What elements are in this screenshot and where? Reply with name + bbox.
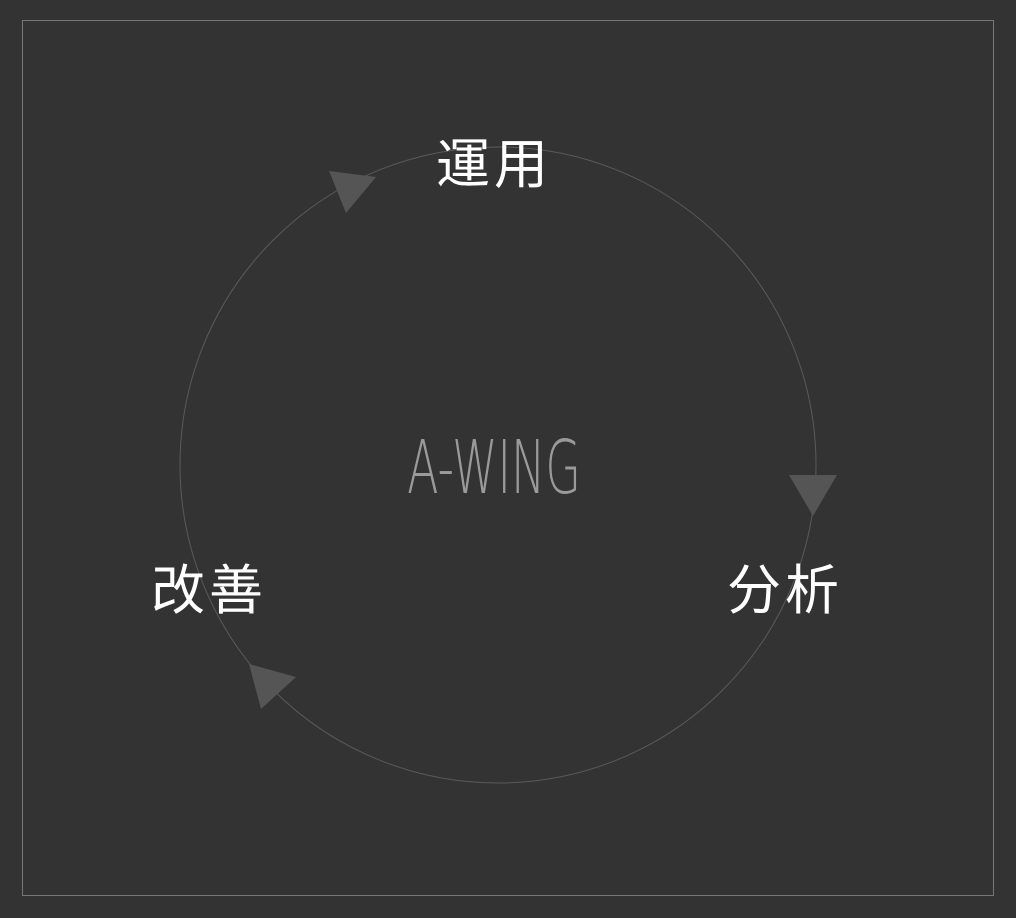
node-improvement: 改善	[151, 559, 267, 622]
cycle-circle	[179, 146, 817, 784]
diagram-frame	[22, 20, 994, 896]
arrow-to-operation-icon	[329, 171, 376, 213]
arrow-to-improvement-icon	[249, 664, 296, 709]
arrow-to-analysis-icon	[789, 475, 837, 516]
node-analysis: 分析	[727, 559, 843, 622]
center-label: A-WING	[407, 425, 581, 511]
node-operation: 運用	[436, 133, 552, 196]
